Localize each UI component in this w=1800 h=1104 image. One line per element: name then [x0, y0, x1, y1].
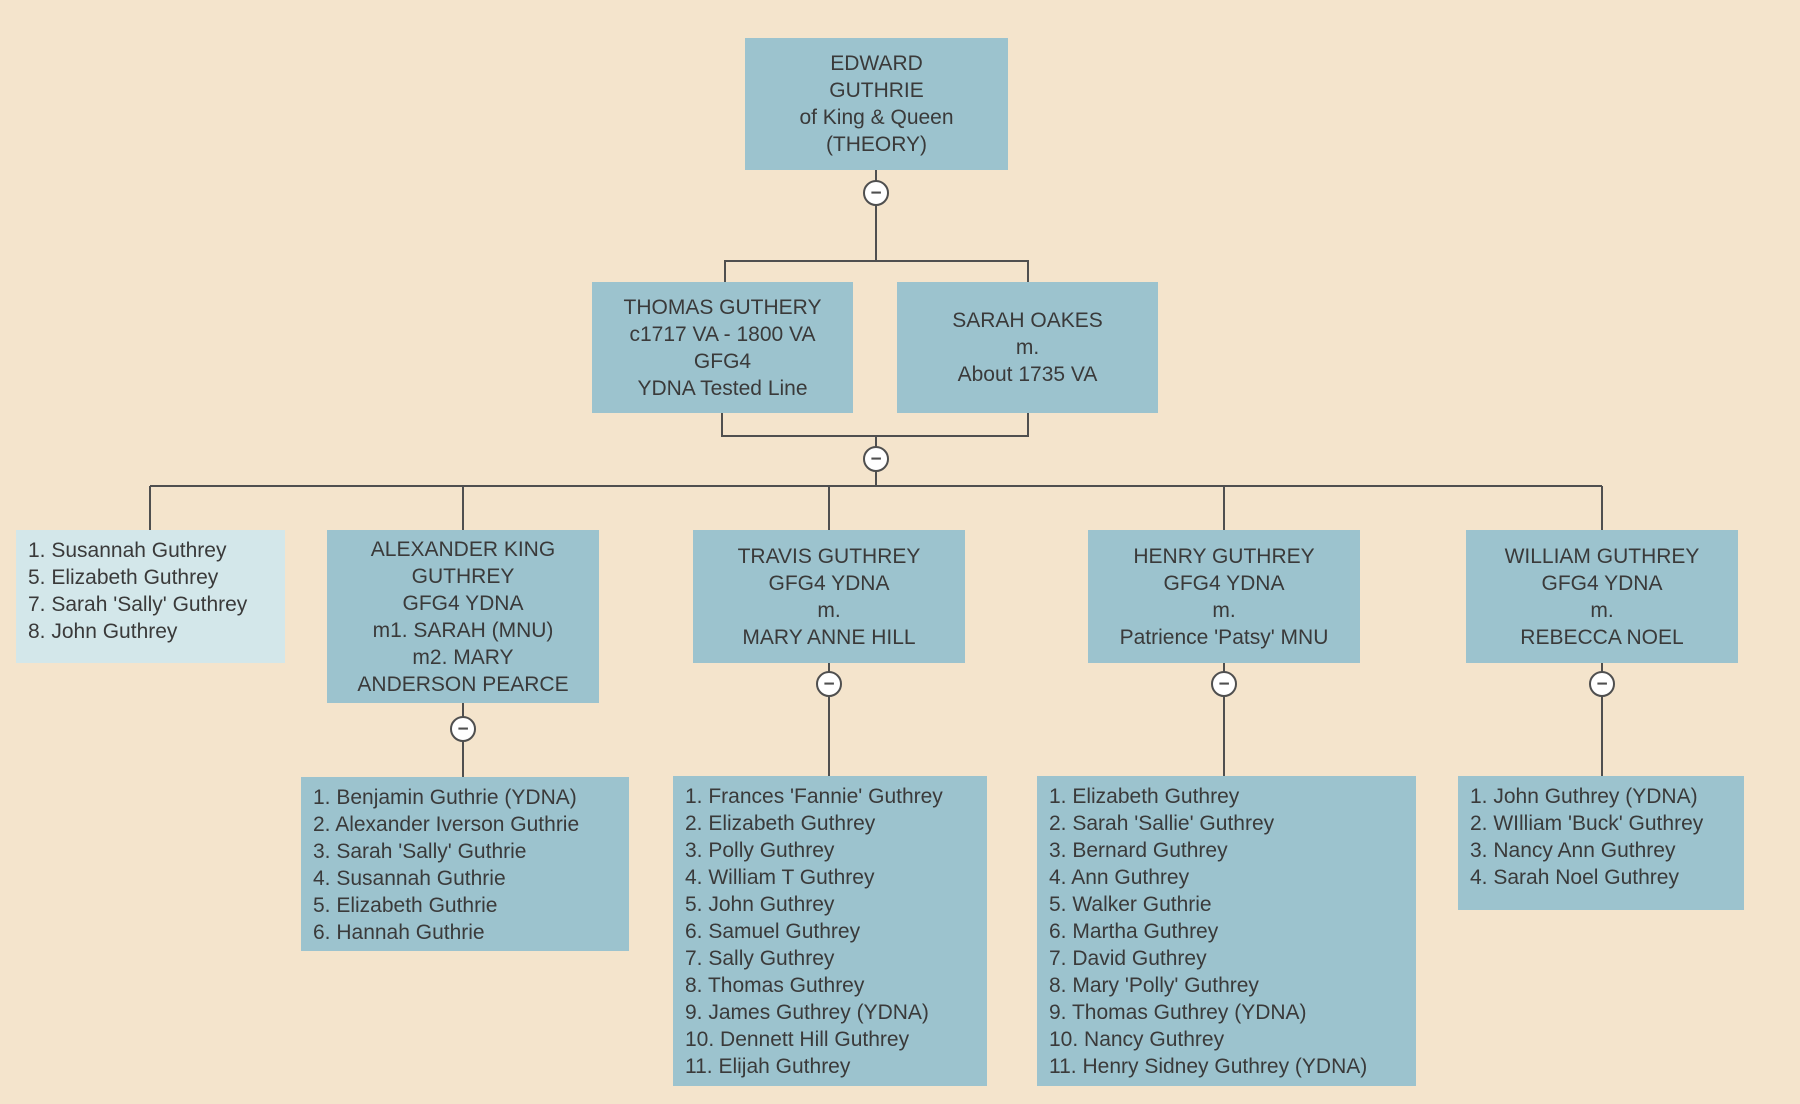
node-text-line: 3. Polly Guthrey: [685, 839, 835, 862]
node-text-line: m.: [1015, 336, 1040, 359]
node-travis-guthrey[interactable]: TRAVIS GUTHREY GFG4 YDNA m. MARY ANNE HILL: [693, 530, 965, 663]
node-text-line: 6. Hannah Guthrie: [313, 921, 485, 944]
node-text-line: About 1735 VA: [957, 363, 1098, 386]
node-text-line: GUTHRIE: [829, 79, 924, 102]
node-text-line: 1. Benjamin Guthrie (YDNA): [313, 786, 577, 809]
node-text-line: 7. David Guthrey: [1049, 947, 1207, 970]
minus-icon: −: [823, 673, 835, 695]
node-henry-children-list[interactable]: 1. Elizabeth Guthrey 2. Sarah 'Sallie' Gu…: [1037, 776, 1416, 1086]
node-text-line: REBECCA NOEL: [1520, 625, 1684, 649]
node-text-line: m1. SARAH (MNU): [372, 618, 554, 642]
node-text-line: 1. Frances 'Fannie' Guthrey: [685, 785, 943, 808]
node-alexander-king-guthrey[interactable]: ALEXANDER KING GUTHREY GFG4 YDNA m1. SARAH …: [327, 530, 599, 703]
node-other-children-list[interactable]: 1. Susannah Guthrey 5. Elizabeth Guthrey 7…: [16, 530, 285, 663]
node-text-line: GFG4: [693, 349, 752, 373]
node-text-line: WILLIAM GUTHREY: [1504, 544, 1700, 568]
node-text-line: m.: [1590, 598, 1614, 622]
collapse-henry-button[interactable]: −: [1211, 671, 1237, 697]
node-travis-children-list[interactable]: 1. Frances 'Fannie' Guthrey 2. Elizabeth …: [673, 776, 987, 1086]
collapse-alexander-button[interactable]: −: [450, 716, 476, 742]
node-text-line: GFG4 YDNA: [1541, 571, 1663, 595]
collapse-edward-button[interactable]: −: [863, 180, 889, 206]
node-text-line: 1. John Guthrey (YDNA): [1470, 785, 1698, 808]
minus-icon: −: [870, 182, 882, 204]
node-text-line: TRAVIS GUTHREY: [737, 544, 921, 568]
node-text-line: m.: [1212, 598, 1236, 622]
node-text-line: 6. Samuel Guthrey: [685, 920, 861, 943]
node-text-line: Patrience 'Patsy' MNU: [1119, 625, 1329, 649]
node-text-line: HENRY GUTHREY: [1133, 544, 1315, 568]
node-text-line: GFG4 YDNA: [768, 571, 890, 595]
minus-icon: −: [870, 448, 882, 470]
node-text-line: 2. Elizabeth Guthrey: [685, 812, 876, 835]
node-text-line: 4. William T Guthrey: [685, 866, 875, 889]
node-text-line: ALEXANDER KING: [370, 537, 556, 561]
node-text-line: of King & Queen: [799, 106, 954, 129]
node-text-line: 9. James Guthrey (YDNA): [685, 1001, 929, 1024]
node-text-line: GUTHREY: [411, 564, 515, 588]
node-text-line: 2. Sarah 'Sallie' Guthrey: [1049, 812, 1275, 835]
node-sarah-oakes[interactable]: SARAH OAKES m. About 1735 VA: [897, 282, 1158, 413]
node-text-line: 5. John Guthrey: [685, 893, 835, 916]
node-text-line: 10. Nancy Guthrey: [1049, 1028, 1225, 1051]
node-text-line: GFG4 YDNA: [1163, 571, 1285, 595]
node-text-line: 8. Thomas Guthrey: [685, 974, 865, 997]
node-text-line: 5. Elizabeth Guthrie: [313, 894, 498, 917]
node-text-line: 11. Henry Sidney Guthrey (YDNA): [1049, 1055, 1368, 1078]
node-text-line: 1. Susannah Guthrey: [28, 539, 227, 562]
node-alexander-children-list[interactable]: 1. Benjamin Guthrie (YDNA) 2. Alexander I…: [301, 777, 629, 951]
node-text-line: THOMAS GUTHERY: [623, 295, 822, 319]
minus-icon: −: [1218, 673, 1230, 695]
node-text-line: ANDERSON PEARCE: [357, 672, 569, 696]
collapse-william-button[interactable]: −: [1589, 671, 1615, 697]
node-text-line: 8. John Guthrey: [28, 620, 178, 643]
node-text-line: 5. Elizabeth Guthrey: [28, 566, 219, 589]
node-text-line: 5. Walker Guthrie: [1049, 893, 1212, 916]
node-text-line: 10. Dennett Hill Guthrey: [685, 1028, 910, 1051]
node-william-children-list[interactable]: 1. John Guthrey (YDNA) 2. WIlliam 'Buck' …: [1458, 776, 1744, 910]
node-text-line: 1. Elizabeth Guthrey: [1049, 785, 1240, 808]
node-text-line: 2. WIlliam 'Buck' Guthrey: [1470, 812, 1704, 835]
node-text-line: (THEORY): [825, 133, 928, 156]
node-text-line: 3. Bernard Guthrey: [1049, 839, 1228, 862]
node-text-line: c1717 VA - 1800 VA: [629, 322, 816, 346]
collapse-travis-button[interactable]: −: [816, 671, 842, 697]
node-text-line: 7. Sarah 'Sally' Guthrey: [28, 593, 248, 616]
node-william-guthrey[interactable]: WILLIAM GUTHREY GFG4 YDNA m. REBECCA NOEL: [1466, 530, 1738, 663]
node-text-line: 6. Martha Guthrey: [1049, 920, 1219, 943]
node-text-line: 11. Elijah Guthrey: [685, 1055, 851, 1078]
minus-icon: −: [1596, 673, 1608, 695]
node-text-line: 8. Mary 'Polly' Guthrey: [1049, 974, 1259, 997]
node-text-line: 3. Nancy Ann Guthrey: [1470, 839, 1676, 862]
collapse-couple-button[interactable]: −: [863, 446, 889, 472]
node-text-line: 4. Susannah Guthrie: [313, 867, 506, 890]
node-text-line: EDWARD: [830, 52, 923, 75]
node-text-line: 3. Sarah 'Sally' Guthrie: [313, 840, 527, 863]
node-text-line: GFG4 YDNA: [402, 591, 524, 615]
node-text-line: MARY ANNE HILL: [742, 625, 916, 649]
node-text-line: 2. Alexander Iverson Guthrie: [313, 813, 580, 836]
node-text-line: 9. Thomas Guthrey (YDNA): [1049, 1001, 1307, 1024]
node-text-line: 7. Sally Guthrey: [685, 947, 835, 970]
node-text-line: m.: [817, 598, 841, 622]
node-text-line: SARAH OAKES: [952, 309, 1103, 332]
node-text-line: YDNA Tested Line: [637, 376, 808, 400]
minus-icon: −: [457, 718, 469, 740]
node-henry-guthrey[interactable]: HENRY GUTHREY GFG4 YDNA m. Patrience 'Patsy…: [1088, 530, 1360, 663]
node-text-line: 4. Sarah Noel Guthrey: [1470, 866, 1679, 889]
node-text-line: 4. Ann Guthrey: [1049, 866, 1190, 889]
node-text-line: m2. MARY: [412, 645, 514, 669]
node-edward-guthrie[interactable]: EDWARD GUTHRIE of King & Queen (THEORY): [745, 38, 1008, 170]
